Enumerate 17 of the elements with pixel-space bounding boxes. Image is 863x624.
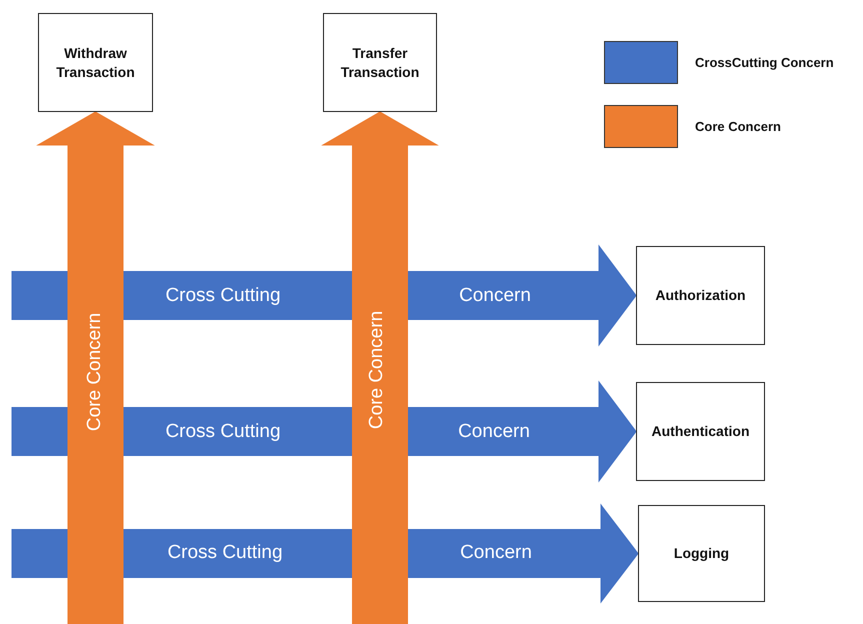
edge-label: Core Concern [366, 310, 388, 430]
arrow-label: Concern [458, 421, 530, 443]
process-box: Authorization [636, 246, 765, 345]
edge-label: Core Concern [84, 312, 106, 432]
edge-label: Cross Cutting [165, 285, 281, 307]
arrow-label: Concern [459, 285, 531, 307]
edge-label: Cross Cutting [165, 421, 281, 443]
process-box: Withdraw Transaction [38, 13, 153, 112]
process-box: Transfer Transaction [323, 13, 437, 112]
block-arrow [36, 111, 155, 624]
block-arrow [321, 111, 439, 624]
legend-text: Core Concern [695, 119, 781, 134]
edge-label: Cross Cutting [167, 542, 283, 564]
legend-text: CrossCutting Concern [695, 55, 834, 70]
process-box: Authentication [636, 382, 765, 481]
arrow-label: Concern [460, 542, 532, 564]
process-box: Logging [638, 505, 765, 602]
